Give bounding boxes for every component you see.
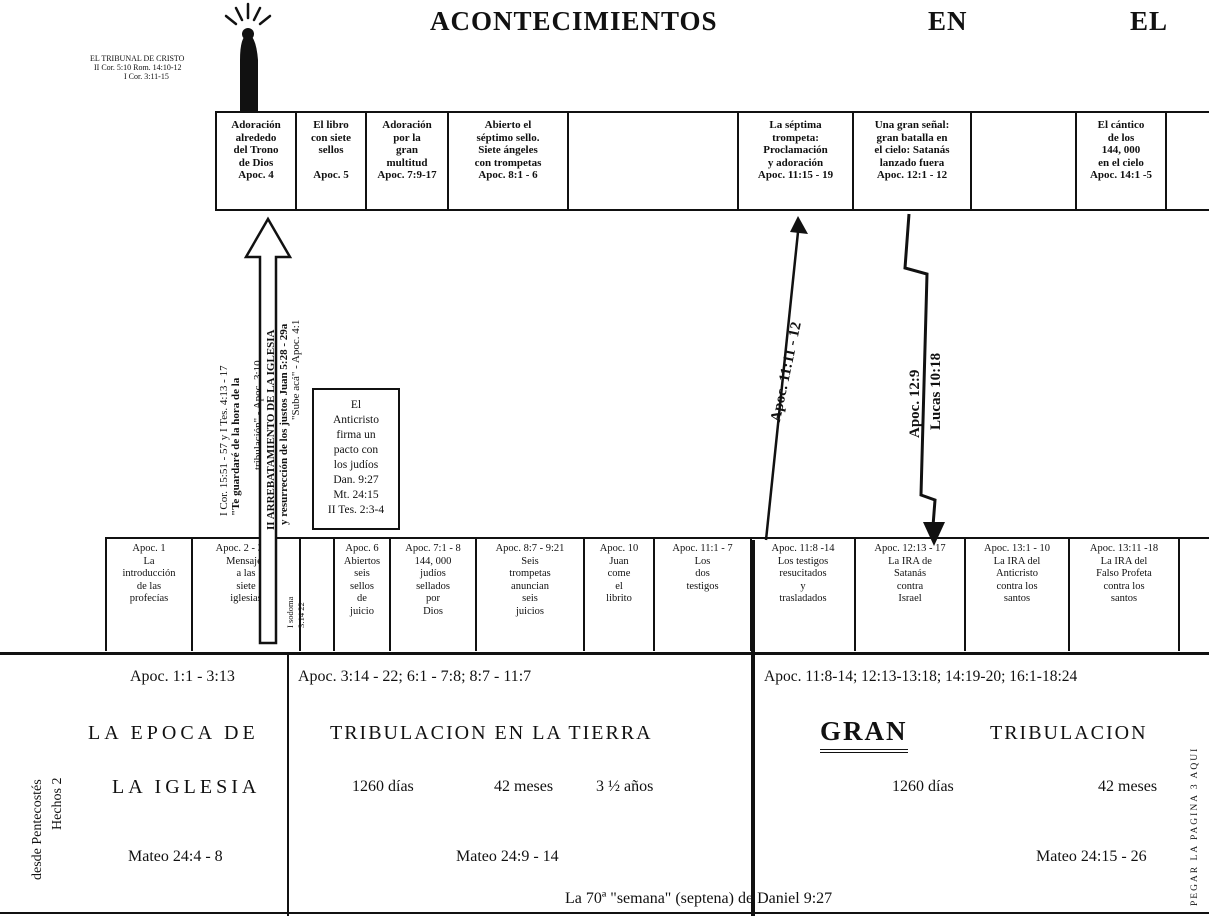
daniel-week-label: La 70ª "semana" (septena) de Daniel 9:27 <box>565 890 833 907</box>
rapture-text-3: tribulación" - Apoc. 3:10 <box>252 360 264 470</box>
tribunal-line-3: I Cor. 3:11-15 <box>124 72 169 81</box>
church-title-1: LA EPOCA DE <box>88 722 259 744</box>
satan-arrow-icon <box>903 213 945 546</box>
tribunal-label: EL TRIBUNAL DE CRISTO II Cor. 5:10 Rom. … <box>90 54 250 81</box>
rapture-text-5: y resurrección de los justos Juan 5:28 -… <box>278 323 290 525</box>
heaven-events-row: Adoración alrededo del Trono de Dios Apo… <box>215 111 1209 211</box>
tribulation-years: 3 ½ años <box>596 778 654 795</box>
rapture-text-4: II ARREBATAMIENTO DE LA IGLESIA <box>265 329 277 531</box>
heaven-cell: El cántico de los 144, 000 en el cielo A… <box>1077 113 1167 209</box>
paste-instruction: PEGAR LA PAGINA 3 AQUI <box>1190 746 1200 906</box>
great-title: TRIBULACION <box>990 722 1148 744</box>
pentecost-label-1: desde Pentecostés <box>30 779 45 880</box>
earth-cell: Apoc. 12:13 - 17 La IRA de Satanás contr… <box>856 539 966 651</box>
heaven-cell: La séptima trompeta: Proclamación y ador… <box>739 113 854 209</box>
tribulation-mateo: Mateo 24:9 - 14 <box>456 848 559 865</box>
earth-cell: Apoc. 13:11 -18 La IRA del Falso Profeta… <box>1070 539 1180 651</box>
earth-cell: Apoc. 8:7 - 9:21 Seis trompetas anuncian… <box>477 539 585 651</box>
title-word-1: ACONTECIMIENTOS <box>430 6 718 36</box>
tribulation-refs: Apoc. 3:14 - 22; 6:1 - 7:8; 8:7 - 11:7 <box>298 668 532 685</box>
title-word-3: EL <box>1130 6 1169 36</box>
tribulation-days: 1260 días <box>352 778 414 795</box>
heaven-cell <box>972 113 1077 209</box>
rapture-arrow-icon <box>243 216 293 645</box>
satan-arrow-label-2: Lucas 10:18 <box>928 352 944 430</box>
church-refs: Apoc. 1:1 - 3:13 <box>130 668 235 685</box>
section-divider <box>287 652 289 916</box>
title-word-2: EN <box>928 6 968 36</box>
heaven-cell: Adoración alrededo del Trono de Dios Apo… <box>217 113 297 209</box>
earth-cell: Apoc. 10 Juan come el librito <box>585 539 655 651</box>
earth-cell: Apoc. 1 La introducción de las profecías <box>105 539 193 651</box>
church-title-2: LA IGLESIA <box>112 776 261 798</box>
heaven-cell: Una gran señal: gran batalla en el cielo… <box>854 113 972 209</box>
timeline-line <box>0 652 1209 655</box>
rapture-text-1: I Cor. 15:51 - 57 y I Tes. 4:13 - 17 <box>218 365 230 516</box>
heaven-cell: Abierto el séptimo sello. Siete ángeles … <box>449 113 569 209</box>
tribulation-months: 42 meses <box>494 778 554 795</box>
great-months: 42 meses <box>1098 778 1158 795</box>
bottom-line <box>0 912 1209 914</box>
great-days: 1260 días <box>892 778 954 795</box>
witnesses-arrow-icon <box>764 216 808 541</box>
heaven-cell: Adoración por la gran multitud Apoc. 7:9… <box>367 113 449 209</box>
great-refs: Apoc. 11:8-14; 12:13-13:18; 14:19-20; 16… <box>764 668 1078 685</box>
tribulation-title: TRIBULACION EN LA TIERRA <box>330 722 653 744</box>
antichrist-box: El Anticristo firma un pacto con los jud… <box>312 388 400 530</box>
earth-cell: Apoc. 6 Abiertos seis sellos de juicio <box>335 539 391 651</box>
earth-events-row: Apoc. 1 La introducción de las profecías… <box>105 537 1209 653</box>
heaven-cell: El libro con siete sellos Apoc. 5 <box>297 113 367 209</box>
earth-cell <box>301 539 335 651</box>
earth-cell: Apoc. 13:1 - 10 La IRA del Anticristo co… <box>966 539 1070 651</box>
earth-cell: Apoc. 11:8 -14 Los testigos resucitados … <box>752 539 856 651</box>
rapture-text-2: "Te guardaré de la hora de la <box>230 377 242 516</box>
heaven-cell <box>569 113 739 209</box>
great-gran-title: GRAN <box>820 716 908 753</box>
earth-cell: Apoc. 7:1 - 8 144, 000 judíos sellados p… <box>391 539 477 651</box>
section-divider <box>751 540 755 916</box>
church-mateo: Mateo 24:4 - 8 <box>128 848 223 865</box>
rapture-text-6: "Sube acá" - Apoc. 4:1 <box>290 319 302 420</box>
throne-figure-icon <box>224 2 272 112</box>
earth-cell: Apoc. 11:1 - 7 Los dos testigos <box>655 539 752 651</box>
pentecost-label-2: Hechos 2 <box>50 777 65 831</box>
great-mateo: Mateo 24:15 - 26 <box>1036 848 1147 865</box>
tribunal-line-1: EL TRIBUNAL DE CRISTO <box>90 54 185 63</box>
satan-arrow-label-1: Apoc. 12:9 <box>907 369 923 438</box>
tribunal-line-2: II Cor. 5:10 Rom. 14:10-12 <box>94 63 182 72</box>
